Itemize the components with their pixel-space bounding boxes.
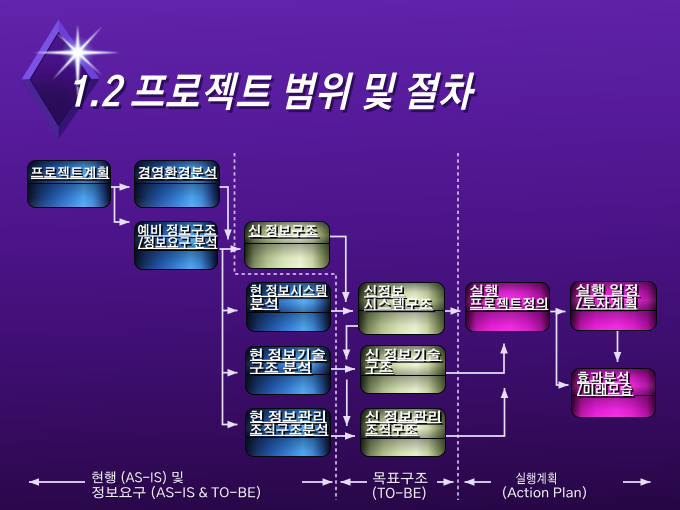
node-body-zone bbox=[247, 312, 330, 331]
node-title-text-new-info-structure bbox=[248, 224, 321, 239]
phase-separator-dashed-line bbox=[233, 153, 337, 500]
node-title-text-new-info-system-structure bbox=[364, 285, 436, 313]
node-title-text-project-plan bbox=[31, 166, 112, 181]
node-title-text-exec-schedule-investment bbox=[576, 284, 642, 312]
phase-label-text bbox=[92, 470, 588, 502]
node-title-text-exec-project-definition bbox=[470, 284, 551, 312]
node-title-text-business-env-analysis bbox=[138, 166, 219, 181]
node-title-text-new-info-tech-structure bbox=[365, 348, 444, 376]
node-title-text-new-info-org-structure bbox=[365, 410, 444, 438]
flow-connectors bbox=[29, 183, 651, 486]
slide-title-text bbox=[74, 72, 478, 113]
starburst-ornament bbox=[33, 24, 120, 101]
node-body-zone bbox=[28, 183, 110, 207]
node-body-zone bbox=[135, 183, 219, 207]
node-title-text-current-info-tech-analysis bbox=[250, 348, 329, 376]
node-title-text-current-info-org-analysis bbox=[250, 410, 331, 438]
node-body-zone bbox=[361, 437, 445, 456]
node-title-text-effect-analysis-future bbox=[577, 371, 636, 398]
node-body-zone bbox=[361, 374, 445, 393]
node-title-text-preliminary-info-structure bbox=[138, 224, 220, 251]
node-body-zone bbox=[245, 243, 329, 268]
node-title-text-current-info-system-analysis bbox=[250, 284, 330, 312]
